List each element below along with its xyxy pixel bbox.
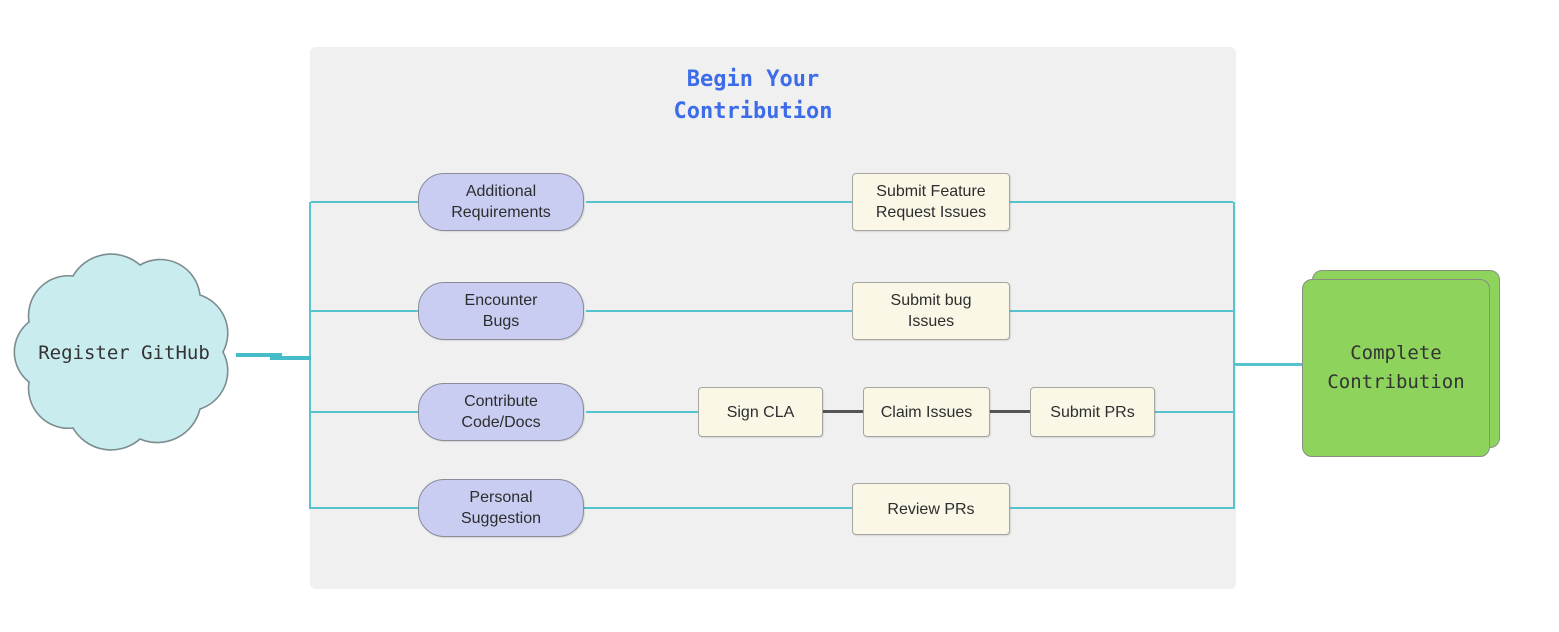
step-node-submit-bug-issues: Submit bug Issues bbox=[852, 282, 1010, 340]
step-node-submit-prs: Submit PRs bbox=[1030, 387, 1155, 437]
branch-node-encounter-bugs: Encounter Bugs bbox=[418, 282, 584, 340]
connector-rail-to-branch-3 bbox=[311, 411, 418, 413]
step-label: Submit bug Issues bbox=[890, 292, 972, 330]
branch-label: Encounter Bugs bbox=[464, 292, 538, 330]
step-label: Submit Feature Request Issues bbox=[875, 183, 987, 221]
connector-step2-to-rail bbox=[1010, 310, 1233, 312]
cloud-shape-icon bbox=[13, 253, 229, 451]
connector-rail-to-branch-4 bbox=[311, 507, 418, 509]
connector-rail-to-branch-1 bbox=[311, 201, 418, 203]
connector-claim-to-prs bbox=[990, 410, 1030, 413]
branch-node-additional-requirements: Additional Requirements bbox=[418, 173, 584, 231]
step-node-submit-feature-request-issues: Submit Feature Request Issues bbox=[852, 173, 1010, 231]
left-branch-rail bbox=[309, 202, 311, 509]
connector-cloud-to-group-a bbox=[236, 353, 282, 357]
step-label: Submit PRs bbox=[1050, 403, 1135, 421]
connector-prs-to-rail bbox=[1155, 411, 1233, 413]
connector-branch2-to-step bbox=[586, 310, 852, 312]
step-node-sign-cla: Sign CLA bbox=[698, 387, 823, 437]
branch-label: Contribute Code/Docs bbox=[461, 393, 541, 431]
branch-label: Personal Suggestion bbox=[460, 489, 542, 527]
connector-group-to-end bbox=[1234, 363, 1302, 366]
connector-branch4-to-review bbox=[582, 507, 852, 509]
step-node-claim-issues: Claim Issues bbox=[863, 387, 990, 437]
right-merge-rail bbox=[1233, 202, 1235, 509]
group-title: Begin Your Contribution bbox=[673, 67, 833, 124]
connector-step1-to-rail bbox=[1010, 201, 1233, 203]
start-node-label: Register GitHub bbox=[38, 342, 210, 364]
connector-branch3-to-cla bbox=[586, 411, 698, 413]
connector-cla-to-claim bbox=[823, 410, 863, 413]
branch-node-contribute-code-docs: Contribute Code/Docs bbox=[418, 383, 584, 441]
connector-review-to-rail bbox=[1010, 507, 1233, 509]
step-label: Review PRs bbox=[887, 500, 975, 518]
branch-node-personal-suggestion: Personal Suggestion bbox=[418, 479, 584, 537]
end-node-complete-contribution: Complete Contribution bbox=[1302, 279, 1490, 457]
step-label: Sign CLA bbox=[726, 403, 795, 421]
step-node-review-prs: Review PRs bbox=[852, 483, 1010, 535]
end-node-label: Complete Contribution bbox=[1327, 342, 1465, 393]
step-label: Claim Issues bbox=[880, 403, 973, 421]
connector-cloud-to-group-b bbox=[270, 356, 311, 360]
start-node-register-github: Register GitHub bbox=[8, 250, 240, 456]
connector-branch1-to-step bbox=[586, 201, 852, 203]
connector-rail-to-branch-2 bbox=[311, 310, 418, 312]
branch-label: Additional Requirements bbox=[451, 183, 551, 221]
